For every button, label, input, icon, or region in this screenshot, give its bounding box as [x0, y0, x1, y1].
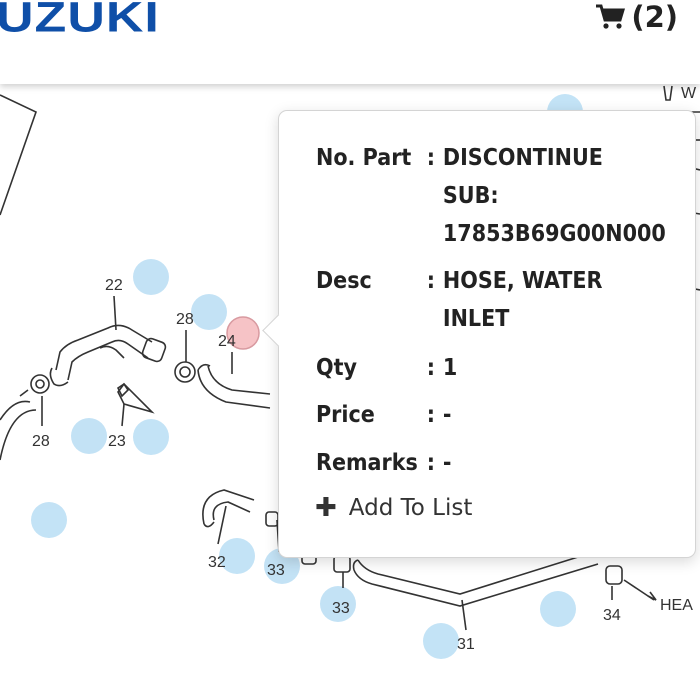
callout-label: 34 — [603, 607, 621, 624]
part-number-label: No. Part — [316, 145, 412, 171]
callout-label: 23 — [108, 433, 126, 450]
hotspot — [133, 419, 169, 455]
hotspot — [71, 418, 107, 454]
colon: : — [426, 145, 435, 171]
callout-label: 33 — [267, 562, 285, 579]
part-number-line: 17853B69G00N000 — [442, 221, 666, 247]
part-number-line: SUB: — [442, 183, 499, 209]
desc-line: HOSE, WATER — [442, 268, 603, 294]
part-info-popover: No. Part : DISCONTINUE SUB: 17853B69G00N… — [262, 110, 696, 558]
qty-value: 1 — [442, 355, 458, 381]
part-number-value: DISCONTINUE SUB: 17853B69G00N000 — [443, 139, 666, 253]
hotspot — [423, 623, 459, 659]
cart-count: (2) — [631, 0, 678, 34]
desc-row: Desc : HOSE, WATER INLET — [316, 262, 602, 338]
price-label: Price — [316, 402, 375, 428]
colon: : — [426, 355, 435, 381]
callout-label: 22 — [105, 277, 123, 294]
cart-button[interactable]: (2) — [595, 0, 678, 34]
part-number-line: DISCONTINUE — [442, 145, 603, 171]
callout-label: 33 — [332, 600, 350, 617]
remarks-label: Remarks — [316, 450, 418, 476]
part-number-row: No. Part : DISCONTINUE SUB: 17853B69G00N… — [316, 139, 666, 253]
add-to-list-button[interactable]: ✚ Add To List — [315, 492, 473, 523]
callout-label: 31 — [457, 636, 475, 653]
hotspot — [31, 502, 67, 538]
desc-label: Desc — [316, 268, 372, 294]
remarks-value: - — [442, 450, 452, 476]
price-row: Price : - — [316, 396, 451, 434]
selected-hotspot — [226, 316, 260, 350]
site-header: UZUKI (2) — [0, 0, 700, 84]
colon: : — [426, 268, 435, 294]
callout-label: 32 — [208, 554, 226, 571]
hotspot — [320, 586, 356, 622]
shopping-cart-icon — [596, 4, 626, 29]
colon: : — [426, 402, 435, 428]
heater-label: HEA — [660, 597, 693, 614]
remarks-row: Remarks : - — [316, 444, 451, 482]
desc-value: HOSE, WATER INLET — [443, 262, 603, 338]
desc-line: INLET — [442, 306, 510, 332]
brand-logo[interactable]: UZUKI — [0, 0, 160, 42]
water-label: W — [681, 85, 697, 102]
qty-label: Qty — [316, 355, 357, 381]
hotspot — [219, 538, 255, 574]
plus-icon: ✚ — [315, 492, 337, 523]
callout-label: 28 — [32, 433, 50, 450]
callout-label: 28 — [176, 311, 194, 328]
hotspot — [540, 591, 576, 627]
hotspot — [133, 259, 169, 295]
callout-label: 24 — [218, 333, 236, 350]
price-value: - — [442, 402, 452, 428]
qty-row: Qty : 1 — [316, 349, 457, 387]
hotspot — [191, 294, 227, 330]
add-to-list-label: Add To List — [348, 495, 473, 521]
colon: : — [426, 450, 435, 476]
